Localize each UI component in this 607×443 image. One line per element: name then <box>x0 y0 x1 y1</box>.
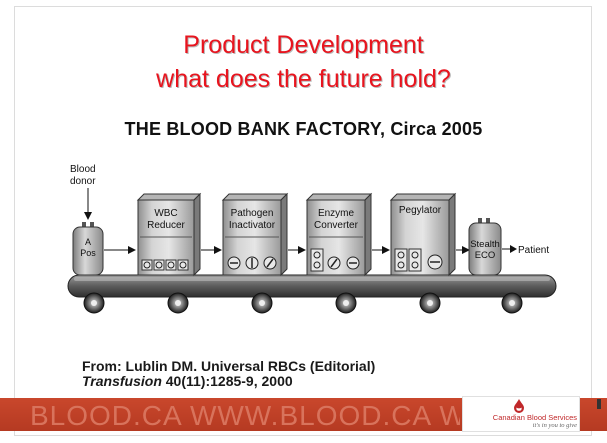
machine-1-label-2: Reducer <box>147 220 185 231</box>
input-bag-label-2: Pos <box>80 248 96 258</box>
machine-1-label-1: WBC <box>154 208 177 219</box>
flow-arrow <box>288 246 306 254</box>
flow-arrow <box>372 246 390 254</box>
conveyor-rollers <box>83 292 523 314</box>
output-bag-label-1: Stealth <box>470 239 500 250</box>
slide-title-line-2: what does the future hold? <box>156 65 451 93</box>
blood-donor-label-1: Blood <box>70 164 96 175</box>
output-bag-label-2: ECO <box>475 250 496 261</box>
blood-drop-logo-icon <box>514 399 524 413</box>
input-bag-label-1: A <box>85 237 91 247</box>
logo-tagline: it's in you to give <box>532 422 577 429</box>
canadian-blood-services-logo: Canadian Blood Services it's in you to g… <box>462 396 580 432</box>
slide-edge-mark <box>597 399 601 409</box>
machine-enzyme-converter <box>305 192 373 277</box>
machine-pathogen-inactivator <box>221 192 289 277</box>
diagram-heading: THE BLOOD BANK FACTORY, Circa 2005 <box>124 119 483 139</box>
machine-4-label-1: Pegylator <box>399 205 442 216</box>
output-blood-bag <box>468 218 502 276</box>
slide-frame <box>14 6 592 436</box>
flow-arrow <box>201 246 222 254</box>
machine-wbc-reducer <box>136 192 202 277</box>
citation-line-2: Transfusion 40(11):1285-9, 2000 <box>82 373 293 389</box>
machine-2-label-2: Inactivator <box>229 220 276 231</box>
flow-arrow <box>456 246 470 254</box>
logo-name: Canadian Blood Services <box>492 413 577 422</box>
patient-arrow <box>502 245 517 253</box>
blood-bank-factory-diagram: Blood donor A Pos <box>67 164 557 314</box>
blood-donor-label-2: donor <box>70 176 96 187</box>
machine-pegylator <box>389 192 457 277</box>
slide-title-line-1: Product Development <box>183 31 424 59</box>
flow-arrow <box>104 246 136 254</box>
citation-journal: Transfusion <box>82 373 162 389</box>
patient-label: Patient <box>518 245 549 256</box>
citation-volume: 40(11):1285-9, 2000 <box>161 373 293 389</box>
machine-2-label-1: Pathogen <box>231 208 274 219</box>
conveyor-belt <box>67 274 557 298</box>
machine-3-label-1: Enzyme <box>318 208 355 219</box>
footer-banner-text: BLOOD.CA WWW.BLOOD.CA WWW.BLOOD.CA WWW.B… <box>30 400 460 431</box>
input-blood-bag <box>72 222 104 276</box>
machine-3-label-2: Converter <box>314 220 359 231</box>
citation-line-1: From: Lublin DM. Universal RBCs (Editori… <box>82 358 376 374</box>
donor-arrow <box>84 188 92 220</box>
